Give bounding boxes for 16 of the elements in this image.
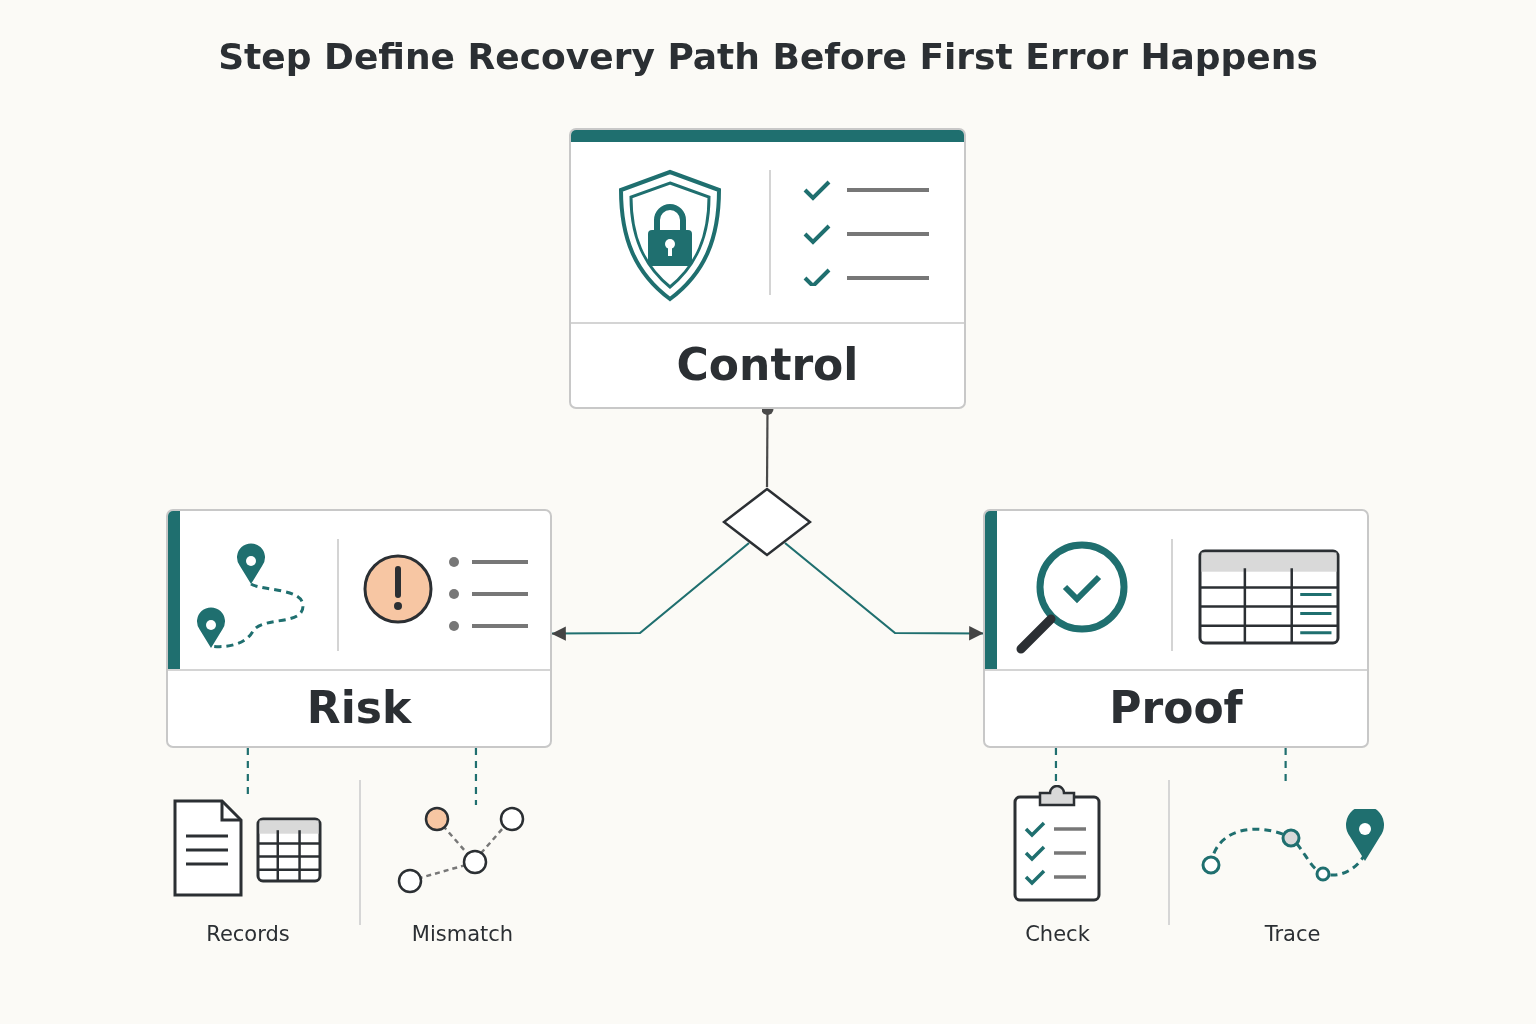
dashed-connector <box>474 748 478 805</box>
icon-caption: Trace <box>1263 921 1322 947</box>
card-title: Proof <box>1108 681 1244 733</box>
icon-caption: Records <box>205 921 291 947</box>
card-title: Control <box>675 338 860 390</box>
diamond-shape <box>722 487 812 557</box>
arrow <box>784 542 984 641</box>
icon-caption: Mismatch <box>410 921 515 947</box>
card <box>983 509 1369 748</box>
dashed-connector <box>246 748 249 795</box>
diagram-title: Step Define Recovery Path Before First Error Happens <box>217 36 1319 77</box>
card-title: Risk <box>305 681 413 733</box>
card <box>569 128 966 409</box>
icon-caption: Check <box>1024 921 1091 947</box>
arrow <box>551 542 750 641</box>
card <box>166 509 552 748</box>
